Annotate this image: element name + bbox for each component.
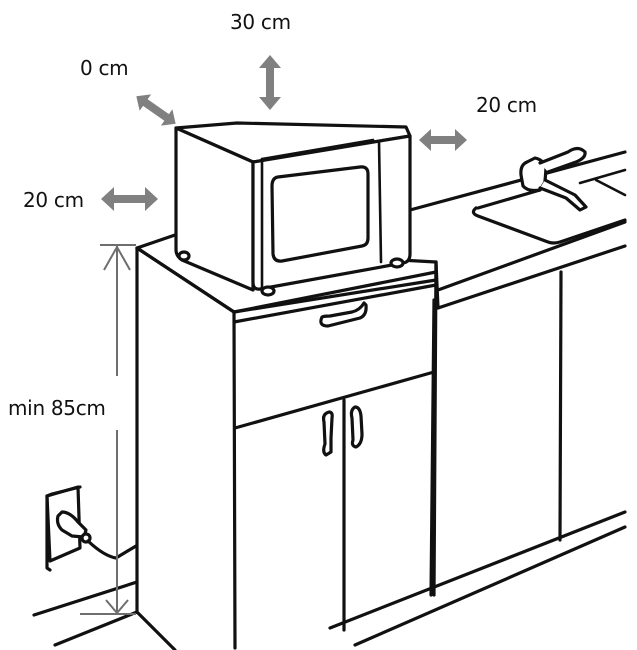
left-clearance-label: 20 cm: [23, 188, 84, 212]
height-dimension: [80, 244, 136, 615]
right-clearance-label: 20 cm: [476, 93, 537, 117]
top-clearance-arrow: [259, 55, 281, 110]
microwave-foot: [177, 250, 191, 262]
cabinet-doors: [321, 398, 364, 632]
left-door-handle: [321, 410, 334, 457]
faucet: [519, 146, 588, 212]
base-cabinet: [135, 233, 438, 650]
microwave-foot: [260, 285, 276, 297]
floor-lines: [32, 580, 177, 650]
back-clearance-arrow: [136, 94, 176, 126]
right-door-handle: [349, 405, 364, 449]
power-plug: [55, 510, 138, 560]
microwave-oven: [174, 121, 412, 297]
left-clearance-arrow: [101, 187, 158, 211]
kitchen-counter: [328, 150, 627, 647]
right-clearance-arrow: [419, 129, 467, 151]
top-clearance-label: 30 cm: [230, 10, 291, 34]
back-clearance-label: 0 cm: [80, 56, 129, 80]
drawer-handle: [319, 301, 368, 328]
microwave-foot: [389, 257, 405, 269]
microwave-window: [270, 165, 370, 263]
sink: [471, 168, 627, 245]
cabinet-drawer: [233, 301, 436, 430]
min-height-label: min 85cm: [8, 396, 106, 420]
